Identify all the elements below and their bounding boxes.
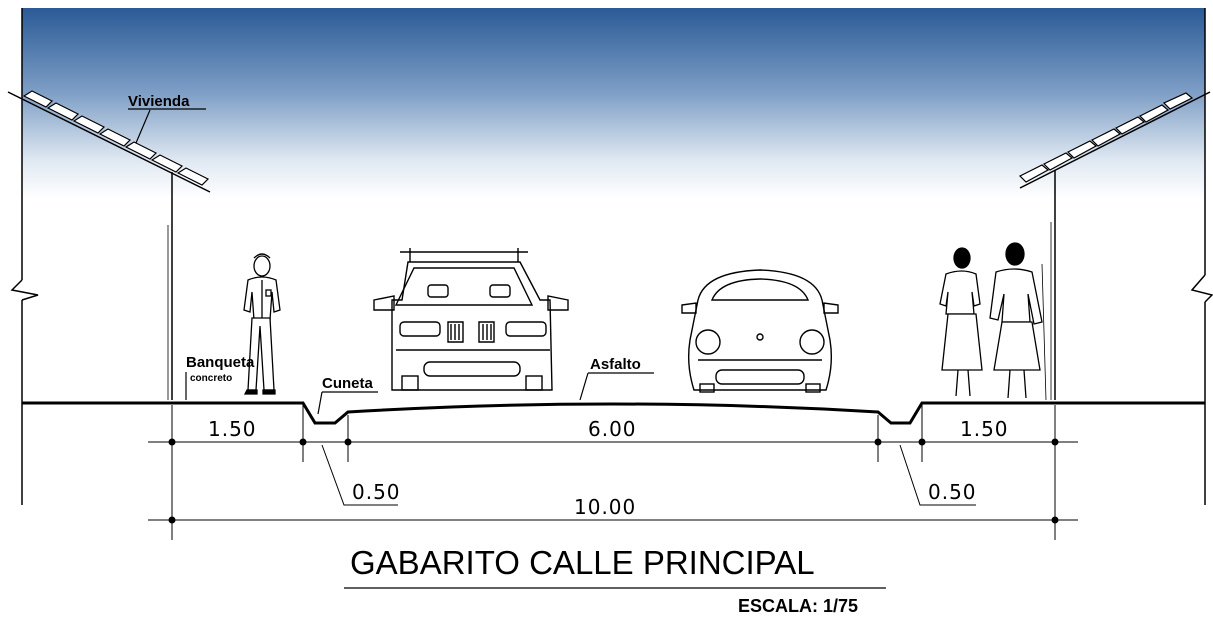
dim-sidewalk-left: 1.50 [208,417,257,441]
compact-car-front-figure [681,269,839,393]
suv-front-figure [373,248,569,391]
dim-gutter-right: 0.50 [928,480,977,504]
drawing-title: GABARITO CALLE PRINCIPAL [350,544,815,581]
dim-gutter-left: 0.50 [352,480,401,504]
label-concreto: concreto [190,373,232,384]
sky-background [22,8,1205,198]
dim-roadway: 6.00 [588,417,637,441]
drawing-scale: ESCALA: 1/75 [738,596,858,616]
two-women-figure [939,242,1047,401]
label-leaders [128,108,654,415]
label-vivienda: Vivienda [128,93,190,110]
label-cuneta: Cuneta [322,375,373,392]
label-banqueta: Banqueta [186,354,255,371]
pedestrian-man-figure [243,253,281,395]
ground-profile [22,401,1205,425]
left-roof-tiles [22,90,210,186]
label-asfalto: Asfalto [590,356,641,373]
right-roof-tiles [1018,92,1194,183]
right-house [1019,8,1213,505]
dim-sidewalk-right: 1.50 [960,417,1009,441]
dim-total: 10.00 [574,495,636,519]
dimension-ticks [168,438,1059,524]
